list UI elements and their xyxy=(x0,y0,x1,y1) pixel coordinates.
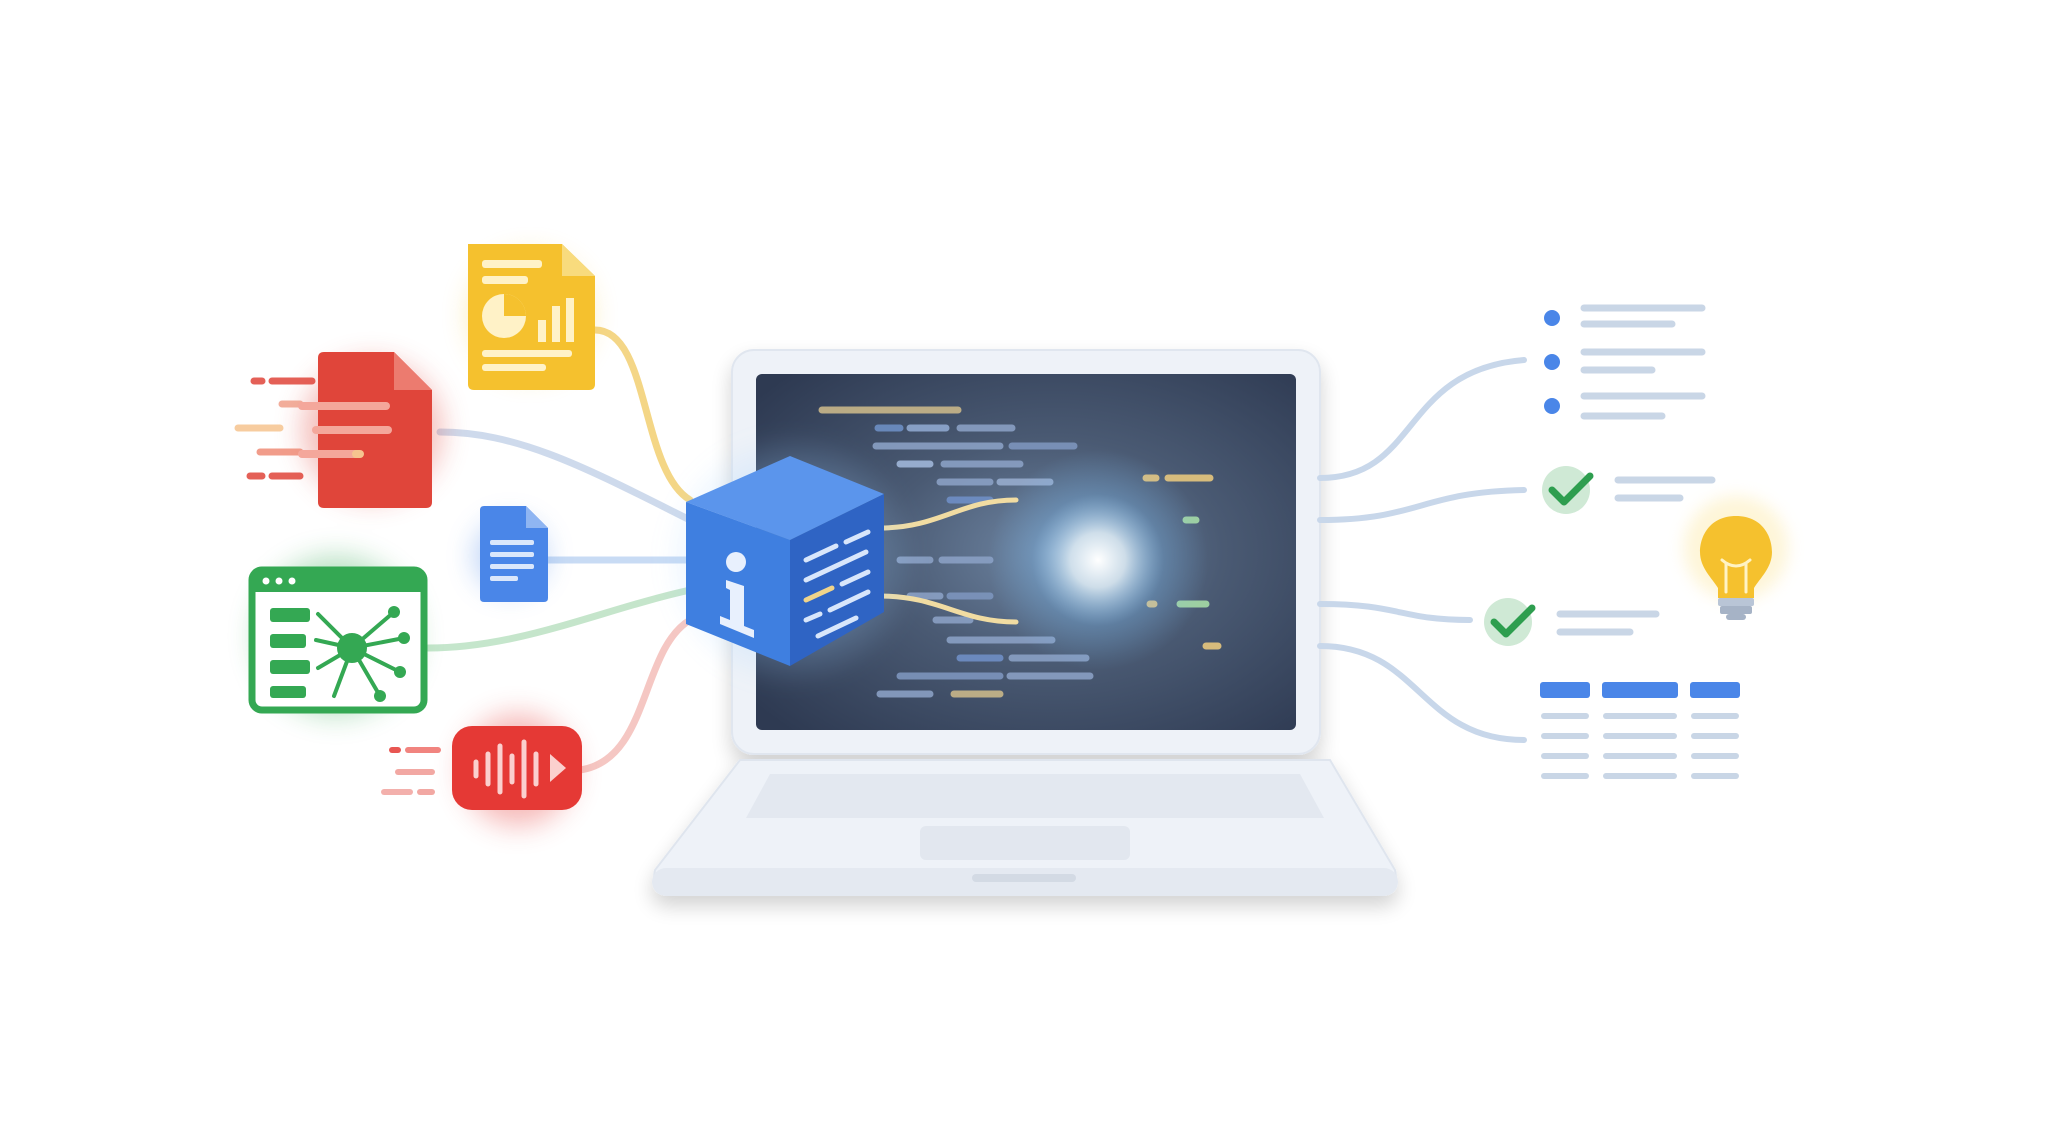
output-connectors xyxy=(1317,357,1683,743)
pdf-document-icon xyxy=(234,352,432,508)
checkmark-icon xyxy=(1484,598,1660,646)
bulleted-list-icon xyxy=(1544,304,1706,420)
input-connectors xyxy=(424,326,694,774)
checkmark-icon xyxy=(1542,466,1716,514)
screen-output-lines xyxy=(1214,474,1300,650)
table-icon xyxy=(1540,682,1740,779)
info-cube-icon xyxy=(660,430,920,690)
network-diagram-window-icon xyxy=(248,566,428,714)
lightbulb-icon xyxy=(1684,496,1788,620)
text-document-icon xyxy=(480,506,548,602)
audio-waveform-icon xyxy=(381,726,582,810)
chart-report-icon xyxy=(468,244,595,390)
